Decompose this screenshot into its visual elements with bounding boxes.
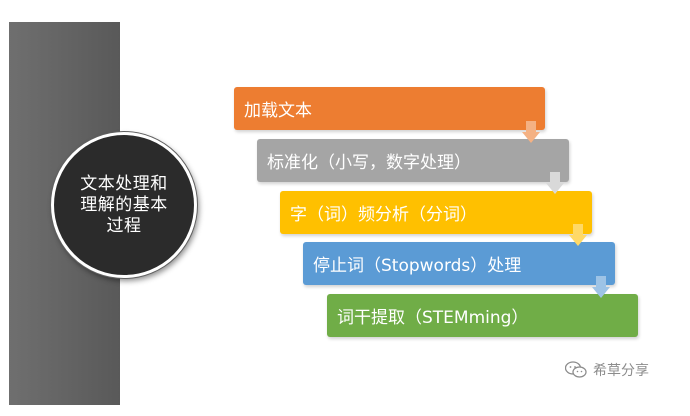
title-circle: 文本处理和 理解的基本 过程: [51, 132, 197, 278]
title-line-3: 过程: [106, 215, 142, 236]
title-line-2: 理解的基本: [80, 194, 168, 215]
step-load-text: 加载文本: [234, 87, 545, 130]
title-line-1: 文本处理和: [80, 173, 168, 194]
step-label: 停止词（Stopwords）处理: [313, 256, 522, 276]
down-arrow-icon: [569, 224, 587, 246]
step-frequency-analysis: 字（词）频分析（分词）: [280, 191, 592, 234]
down-arrow-icon: [592, 276, 610, 298]
step-label: 加载文本: [244, 101, 312, 121]
watermark: 希草分享: [565, 360, 649, 380]
down-arrow-icon: [522, 121, 540, 143]
down-arrow-icon: [546, 172, 564, 194]
wechat-icon: [565, 361, 587, 378]
step-label: 标准化（小写，数字处理）: [267, 153, 471, 173]
step-normalize: 标准化（小写，数字处理）: [257, 139, 569, 182]
step-stopwords: 停止词（Stopwords）处理: [303, 242, 615, 285]
title-text: 文本处理和 理解的基本 过程: [69, 174, 179, 237]
step-stemming: 词干提取（STEMming）: [327, 294, 638, 337]
step-label: 词干提取（STEMming）: [337, 308, 529, 328]
watermark-text: 希草分享: [593, 363, 649, 379]
step-label: 字（词）频分析（分词）: [290, 205, 477, 225]
